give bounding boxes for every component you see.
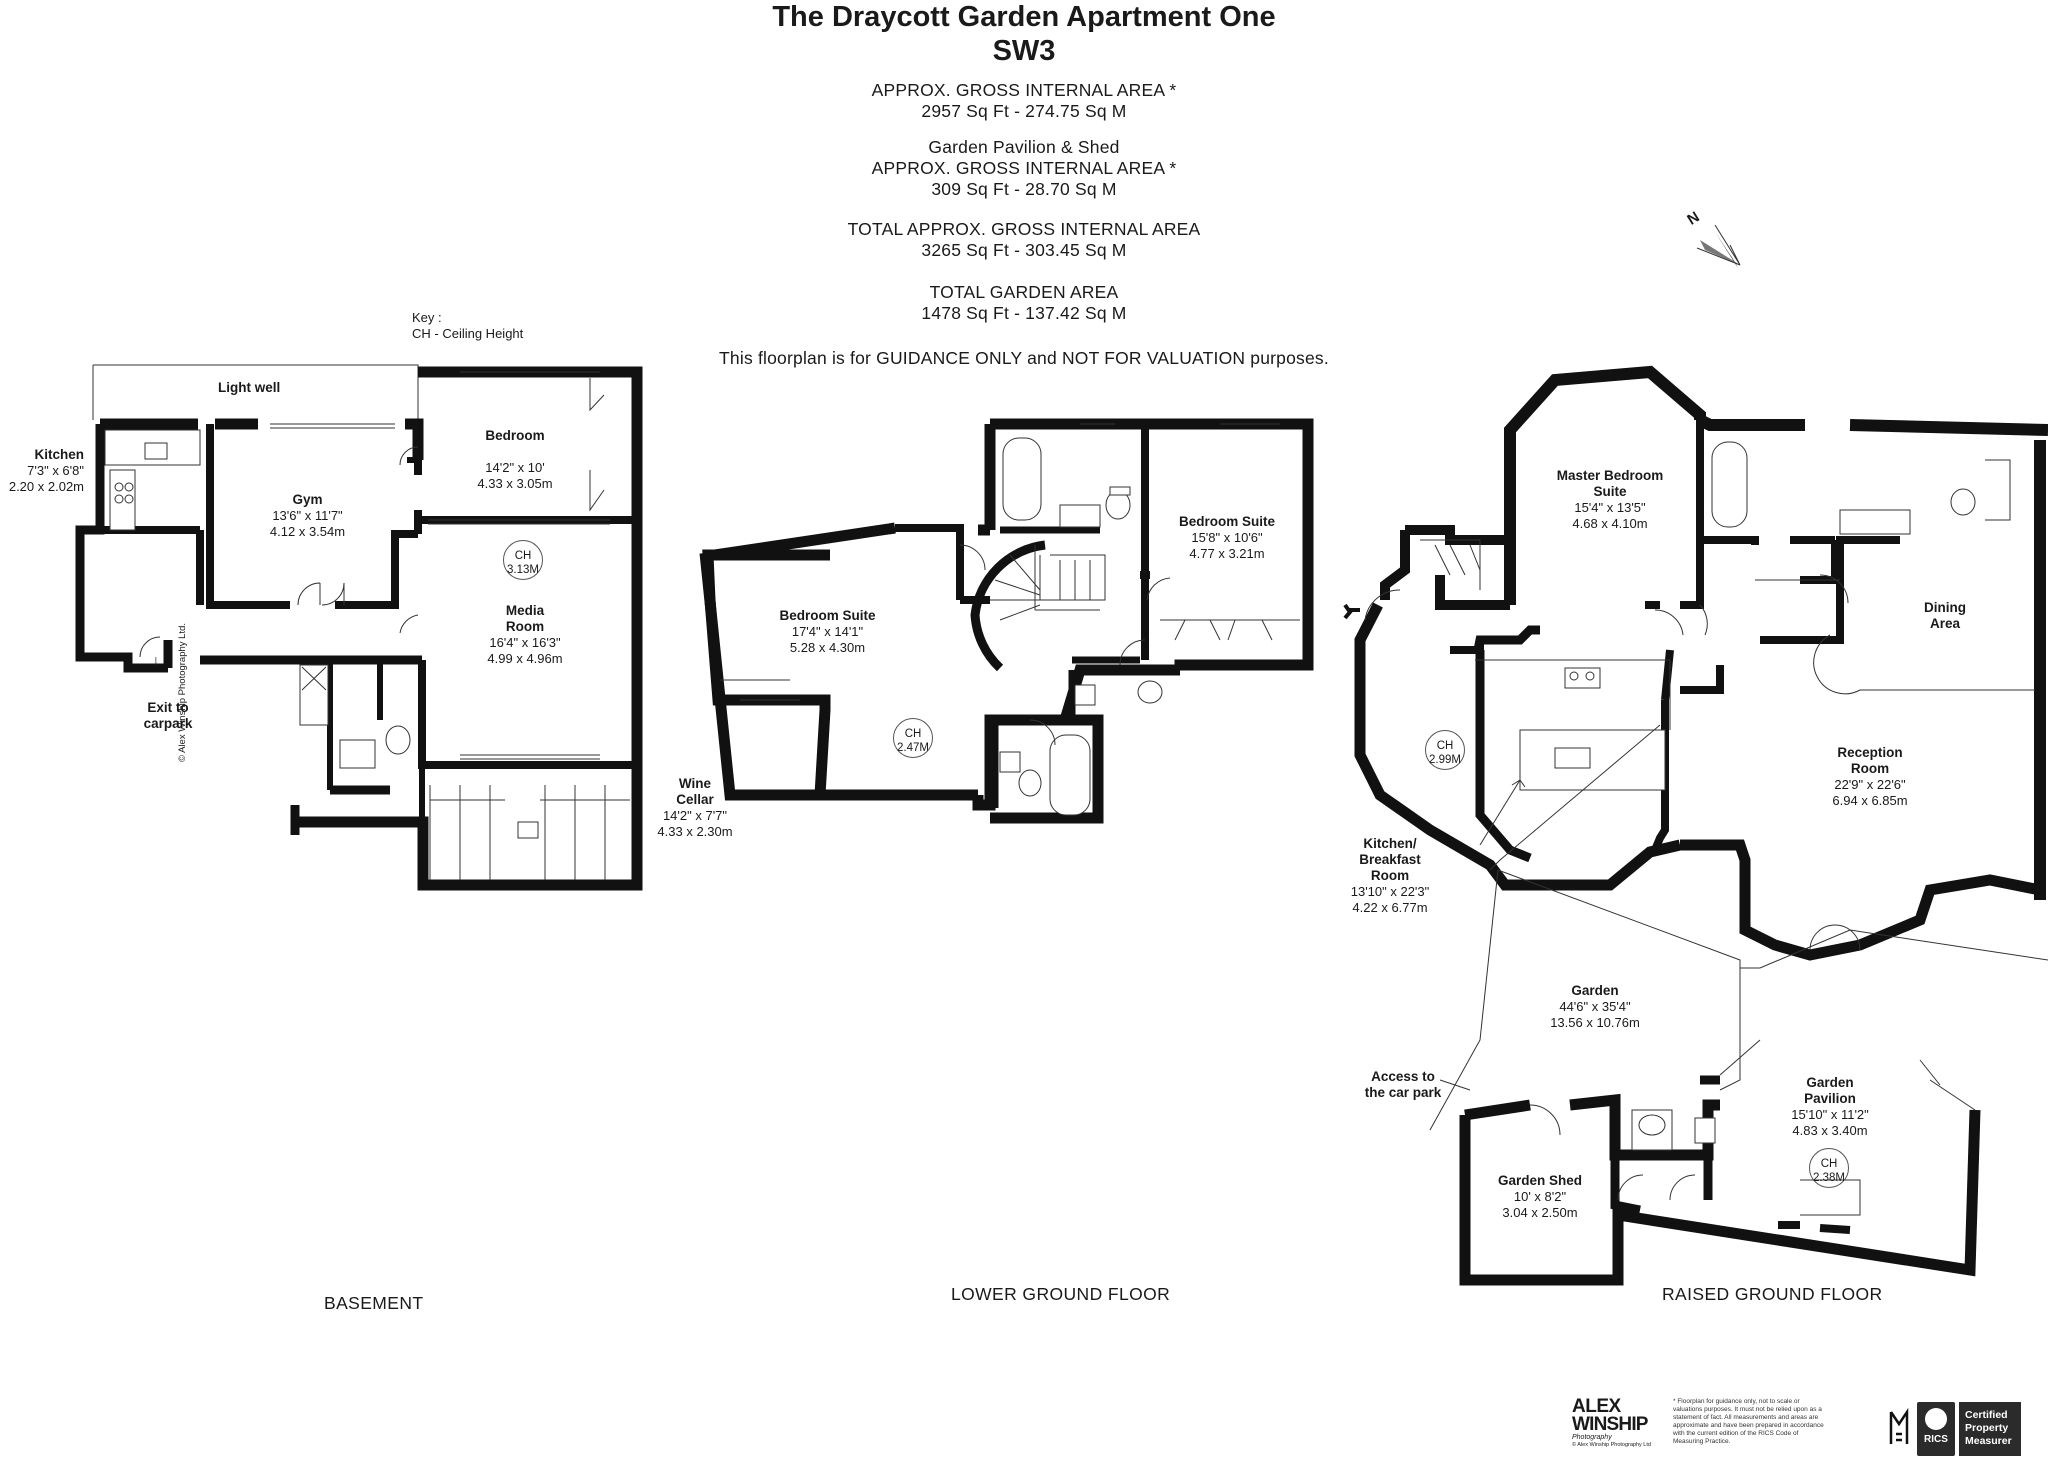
room-name: Bedroom Suite <box>1178 514 1275 529</box>
room-bedroom-suite-left: Bedroom Suite 17'4" x 14'1" 5.28 x 4.30m <box>765 608 890 656</box>
room-name: Bedroom Suite <box>779 608 876 623</box>
room-kitchen-basement: Kitchen 7'3" x 6'8" 2.20 x 2.02m <box>4 447 84 495</box>
pavilion-gia-value: 309 Sq Ft - 28.70 Sq M <box>931 179 1117 199</box>
footnote: * Floorplan for guidance only, not to sc… <box>1673 1398 1824 1445</box>
room-name: Bedroom <box>485 428 545 443</box>
room-imperial: 17'4" x 14'1" <box>791 624 864 639</box>
room-metric: 4.22 x 6.77m <box>1352 900 1428 915</box>
room-imperial: 10' x 8'2" <box>1513 1189 1567 1204</box>
room-metric: 4.33 x 2.30m <box>657 824 733 839</box>
room-metric: 4.77 x 3.21m <box>1189 546 1265 561</box>
room-imperial: 16'4" x 16'3" <box>489 635 561 650</box>
room-media: Media Room 16'4" x 16'3" 4.99 x 4.96m <box>487 603 563 666</box>
room-name: Kitchen <box>34 447 84 462</box>
room-name: Reception <box>1837 745 1903 760</box>
page-subtitle: SW3 <box>992 35 1056 67</box>
room-reception: Reception Room 22'9" x 22'6" 6.94 x 6.85… <box>1832 745 1908 808</box>
room-garden: Garden 44'6" x 35'4" 13.56 x 10.76m <box>1535 983 1655 1031</box>
brand-line2: WINSHIP <box>1572 1414 1648 1435</box>
total-gia-label: TOTAL APPROX. GROSS INTERNAL AREA <box>847 219 1201 239</box>
room-imperial: 15'8" x 10'6" <box>1191 530 1263 545</box>
copyright-vertical: © Alex Winship Photography Ltd. <box>177 622 188 762</box>
floor-label-lower-ground: LOWER GROUND FLOOR <box>951 1284 1171 1304</box>
room-gym: Gym 13'6" x 11'7" 4.12 x 3.54m <box>245 492 370 540</box>
gia-label: APPROX. GROSS INTERNAL AREA * <box>871 80 1177 100</box>
room-imperial: 15'4" x 13'5" <box>1574 500 1646 515</box>
room-imperial: 44'6" x 35'4" <box>1559 999 1631 1014</box>
room-metric: 4.83 x 3.40m <box>1792 1123 1868 1138</box>
lower-ground-plan <box>699 418 1314 824</box>
brand-logo: ALEX WINSHIP Photography © Alex Winship … <box>1572 1396 1667 1449</box>
garden-area-label: TOTAL GARDEN AREA <box>929 282 1119 302</box>
room-wine-cellar: Wine Cellar 14'2" x 7'7" 4.33 x 2.30m <box>657 776 733 839</box>
floor-label-raised-ground: RAISED GROUND FLOOR <box>1662 1284 1883 1304</box>
floor-label-basement: BASEMENT <box>324 1293 424 1313</box>
rics-badge: RICS <box>1917 1402 1955 1456</box>
total-gia-value: 3265 Sq Ft - 303.45 Sq M <box>921 240 1127 260</box>
pavilion-label: Garden Pavilion & Shed <box>928 137 1120 157</box>
kitchen-leader-line <box>1479 779 1526 846</box>
room-metric: 6.94 x 6.85m <box>1832 793 1908 808</box>
room-name: Gym <box>292 492 323 507</box>
pavilion-gia-label: APPROX. GROSS INTERNAL AREA * <box>871 158 1177 178</box>
room-metric: 2.20 x 2.02m <box>8 479 84 494</box>
disclaimer: This floorplan is for GUIDANCE ONLY and … <box>719 348 1329 368</box>
room-name: Media <box>505 603 545 618</box>
rics-label: RICS <box>1924 1434 1948 1445</box>
room-metric: 4.68 x 4.10m <box>1572 516 1648 531</box>
room-metric: 4.12 x 3.54m <box>269 524 346 539</box>
room-imperial: 13'6" x 11'7" <box>272 508 343 523</box>
room-imperial: 22'9" x 22'6" <box>1834 777 1906 792</box>
room-garden-shed: Garden Shed 10' x 8'2" 3.04 x 2.50m <box>1480 1173 1600 1221</box>
room-metric: 4.99 x 4.96m <box>487 651 563 666</box>
garden-area-value: 1478 Sq Ft - 137.42 Sq M <box>921 303 1127 323</box>
room-imperial: 14'2" x 10' <box>485 460 545 475</box>
room-imperial: 14'2" x 7'7" <box>662 808 728 823</box>
room-metric: 3.04 x 2.50m <box>1502 1205 1578 1220</box>
room-master-bedroom: Master Bedroom Suite 15'4" x 13'5" 4.68 … <box>1556 468 1664 531</box>
page-title: The Draycott Garden Apartment One <box>772 1 1276 33</box>
compass-icon <box>1696 224 1741 268</box>
exit-arrow-icon: ↓ <box>152 653 160 670</box>
room-imperial: 7'3" x 6'8" <box>27 463 84 478</box>
key-entry: CH - Ceiling Height <box>412 326 524 341</box>
gia-value: 2957 Sq Ft - 274.75 Sq M <box>921 101 1127 121</box>
basement-plan <box>75 364 643 891</box>
room-kitchen-breakfast: Kitchen/ Breakfast Room 13'10" x 22'3" 4… <box>1350 836 1430 915</box>
room-metric: 5.28 x 4.30m <box>789 640 866 655</box>
room-name: Master Bedroom <box>1556 468 1664 483</box>
room-metric: 13.56 x 10.76m <box>1550 1015 1640 1030</box>
rics-seal-icon <box>1925 1408 1947 1430</box>
raised-ground-plan <box>1343 365 2048 1286</box>
room-name: Wine <box>678 776 712 791</box>
room-name: Dining <box>1924 600 1966 615</box>
certified-property-measurer-badge: Certified Property Measurer <box>1959 1402 2021 1456</box>
room-light-well: Light well <box>218 380 281 395</box>
room-imperial: 15'10" x 11'2" <box>1791 1107 1869 1122</box>
brand-line1: ALEX <box>1572 1396 1621 1417</box>
room-bedroom-basement: Bedroom 14'2" x 10' 4.33 x 3.05m <box>455 428 575 492</box>
room-imperial: 13'10" x 22'3" <box>1350 884 1430 899</box>
room-garden-pavilion: Garden Pavilion 15'10" x 11'2" 4.83 x 3.… <box>1791 1075 1869 1138</box>
room-name: Garden <box>1806 1075 1854 1090</box>
room-name: Garden <box>1571 983 1619 998</box>
key-title: Key : <box>412 310 442 325</box>
room-name: Garden Shed <box>1497 1173 1583 1188</box>
measurer-mark-icon <box>1888 1404 1910 1452</box>
brand-copyright: © Alex Winship Photography Ltd <box>1572 1442 1651 1448</box>
room-name: Kitchen/ <box>1363 836 1417 851</box>
room-dining: Dining Area <box>1924 600 1966 631</box>
brand-line3: Photography <box>1572 1434 1612 1441</box>
room-metric: 4.33 x 3.05m <box>477 476 553 491</box>
room-bedroom-suite-right: Bedroom Suite 15'8" x 10'6" 4.77 x 3.21m <box>1167 514 1287 562</box>
